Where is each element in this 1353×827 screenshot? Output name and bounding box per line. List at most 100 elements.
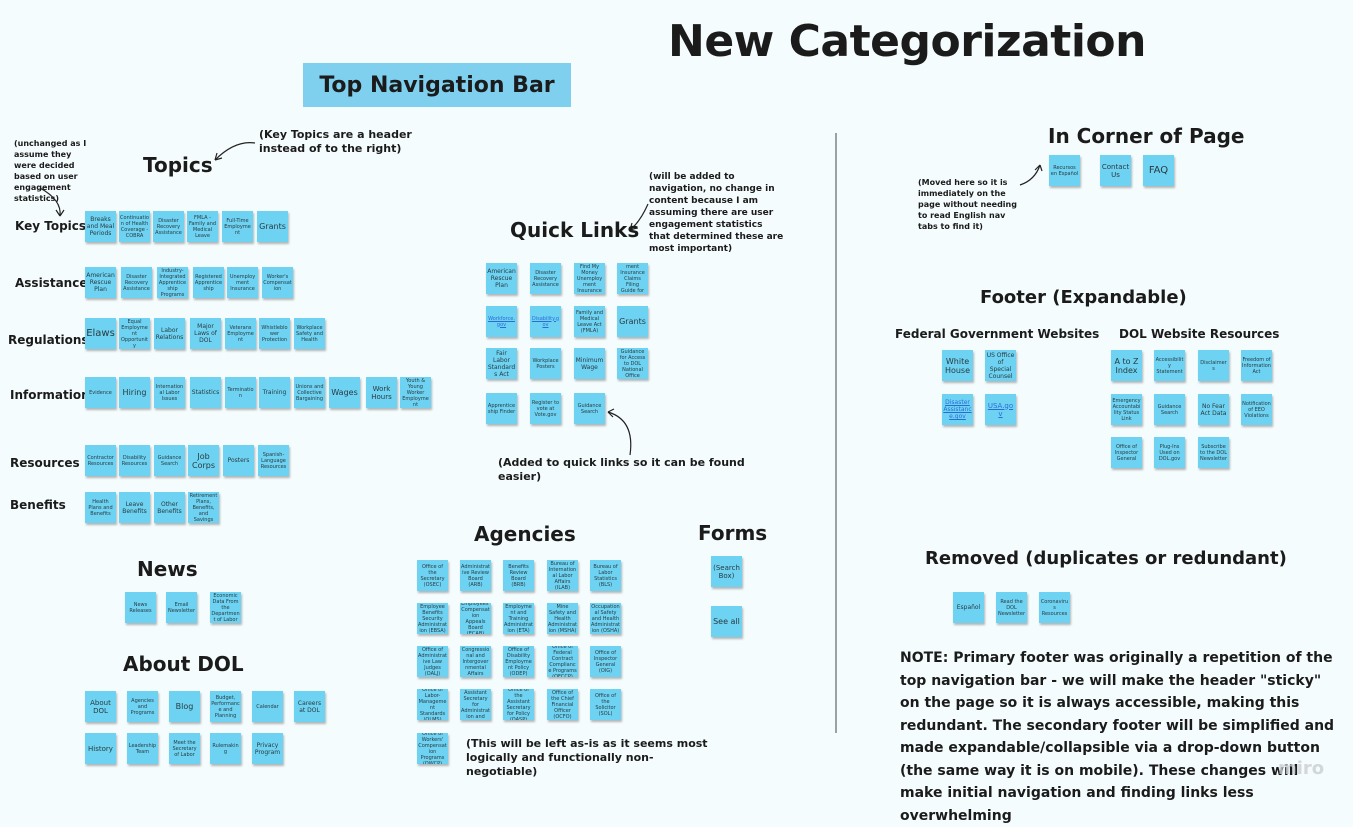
sticky-note: Guidance Search [574, 393, 605, 424]
sticky-note: Español [953, 592, 984, 623]
sticky-note: Office of Administrative Law Judges (OAL… [417, 646, 448, 677]
sticky-note: Office of the Solicitor (SOL) [590, 689, 621, 720]
sticky-note: Employment and Training Administration (… [503, 603, 534, 634]
sticky-note: Contact Us [1100, 155, 1131, 186]
sticky-note: Training [259, 377, 290, 408]
sticky-note: Office of Workers' Compensation Programs… [417, 733, 448, 764]
dol-resources-title: DOL Website Resources [1119, 327, 1280, 341]
sticky-note: Guidance Search [154, 445, 185, 476]
sticky-note: Office of Inspector General (OIG) [590, 646, 621, 677]
sticky-note: Office of Federal Contract Compliance Pr… [547, 646, 578, 677]
sticky-note: Whistleblower Protection [259, 318, 290, 349]
sticky-note[interactable]: USA.gov [985, 394, 1016, 425]
row-label-assistance: Assistance [15, 276, 88, 290]
sticky-note[interactable]: Disaster Assistance.gov [942, 394, 973, 425]
sticky-note: About DOL [85, 691, 116, 722]
row-label-key-topics: Key Topics [15, 219, 87, 233]
sticky-note: Careers at DOL [294, 691, 325, 722]
sticky-note: Calendar [252, 691, 283, 722]
sticky-note: Work Hours [366, 377, 397, 408]
sticky-note: Administrative Review Board (ARB) [460, 560, 491, 591]
sticky-note: No Fear Act Data [1198, 394, 1229, 425]
sticky-note: Wages [329, 377, 360, 408]
sticky-note: Bureau of International Labor Affairs (I… [547, 560, 578, 591]
sticky-note: Freedom of Information Act [1241, 350, 1272, 381]
sticky-note: Leadership Team [127, 733, 158, 764]
sticky-note: Notification of EEO Violations [1241, 394, 1272, 425]
sticky-note: Disability Resources [119, 445, 150, 476]
sticky-note: Full-Time Employment [222, 211, 253, 242]
sticky-note: Unions and Collective Bargaining [294, 377, 325, 408]
sticky-note: Disclaimers [1198, 350, 1229, 381]
sticky-note[interactable]: Workforce.gov [486, 306, 517, 337]
sticky-note: Employee Benefits Security Administratio… [417, 603, 448, 634]
removed-title: Removed (duplicates or redundant) [925, 548, 1287, 569]
sticky-note: Family and Medical Leave Act (FMLA) [574, 306, 605, 337]
sticky-note: Job Corps [188, 445, 219, 476]
row-label-resources: Resources [10, 456, 80, 470]
sticky-note: White House [942, 350, 973, 381]
sticky-note: Grants [617, 306, 648, 337]
sticky-note: Termination [225, 377, 256, 408]
sticky-note: Blog [169, 691, 200, 722]
sticky-note: Office of the Assistant Secretary for Ad… [460, 689, 491, 720]
sticky-note: Meet the Secretary of Labor [169, 733, 200, 764]
topics-header-note: (Key Topics are a header instead of to t… [259, 128, 412, 155]
sticky-note: Disaster Recovery Assistance [530, 263, 561, 294]
sticky-note: Agencies and Programs [127, 691, 158, 722]
sticky-note: Contractor Resources [85, 445, 116, 476]
sticky-note: Evidence [85, 377, 116, 408]
sticky-note: Plug-Ins Used on DOL.gov [1154, 437, 1185, 468]
sticky-note: Recursos en Español [1049, 155, 1080, 186]
sticky-note: Find My Money Unemployment Insurance [574, 263, 605, 294]
sticky-note: US Office of Special Counsel [985, 350, 1016, 381]
sticky-note: Disaster Recovery Assistance [153, 211, 184, 242]
sticky-note: FMLA - Family and Medical Leave [187, 211, 218, 242]
sticky-note: Grants [257, 211, 288, 242]
sticky-note: Workplace Posters [530, 348, 561, 379]
sticky-note: Leave Benefits [119, 492, 150, 523]
sticky-note: Youth & Young Worker Employment [400, 377, 431, 408]
sticky-note: American Rescue Plan [85, 267, 116, 298]
sticky-note: Registered Apprenticeship [193, 267, 224, 298]
page-title: New Categorization [668, 16, 1146, 67]
footer-title: Footer (Expandable) [980, 287, 1187, 308]
sticky-note: Statistics [190, 377, 221, 408]
sticky-note: Minimum Wage [574, 348, 605, 379]
federal-websites-title: Federal Government Websites [895, 327, 1100, 341]
sticky-note: Veterans Employment [225, 318, 256, 349]
sticky-note: Spanish-Language Resources [258, 445, 289, 476]
sticky-note: Apprenticeship Finder [486, 393, 517, 424]
sticky-note: Register to vote at Vote.gov [530, 393, 561, 424]
sticky-note: Mine Safety and Health Administration (M… [547, 603, 578, 634]
sticky-note: Economic Data From the Department of Lab… [210, 592, 241, 623]
sticky-note: Office of the Secretary (OSEC) [417, 560, 448, 591]
sticky-note: Office of Congressional and Intergovernm… [460, 646, 491, 677]
sticky-note: Subscribe to the DOL Newsletter [1198, 437, 1229, 468]
sticky-note: Disaster Recovery Assistance [121, 267, 152, 298]
sticky-note: Employees' Compensation Appeals Board (E… [460, 603, 491, 634]
topics-title: Topics [143, 153, 213, 177]
sticky-note: History [85, 733, 116, 764]
sticky-note: Office of Inspector General [1111, 437, 1142, 468]
agencies-title: Agencies [474, 522, 576, 546]
sticky-note: (Search Box) [711, 556, 742, 587]
sticky-note: Equal Employment Opportunity [119, 318, 150, 349]
quick-links-added-note: (Added to quick links so it can be found… [498, 456, 745, 483]
sticky-note: Office of Disability Employment Policy (… [503, 646, 534, 677]
row-label-regulations: Regulations [8, 333, 89, 347]
sticky-note: Emergency Accountability Status Link [1111, 394, 1142, 425]
sticky-note: Fair Labor Standards Act [486, 348, 517, 379]
sticky-note: Hiring [119, 377, 150, 408]
footer-note: NOTE: Primary footer was originally a re… [900, 650, 1335, 824]
sticky-note[interactable]: Disability.gov [530, 306, 561, 337]
sticky-note: Unemployment Insurance Claims Filing Gui… [617, 263, 648, 294]
sticky-note: Accessibility Statement [1154, 350, 1185, 381]
sticky-note: Labor Relations [154, 318, 185, 349]
sticky-note: Office of the Assistant Secretary for Po… [503, 689, 534, 720]
news-title: News [137, 557, 198, 581]
sticky-note: Guidance for Access to DOL National Offi… [617, 348, 648, 379]
sticky-note: Email Newsletter [166, 592, 197, 623]
sticky-note: Rulemaking [210, 733, 241, 764]
